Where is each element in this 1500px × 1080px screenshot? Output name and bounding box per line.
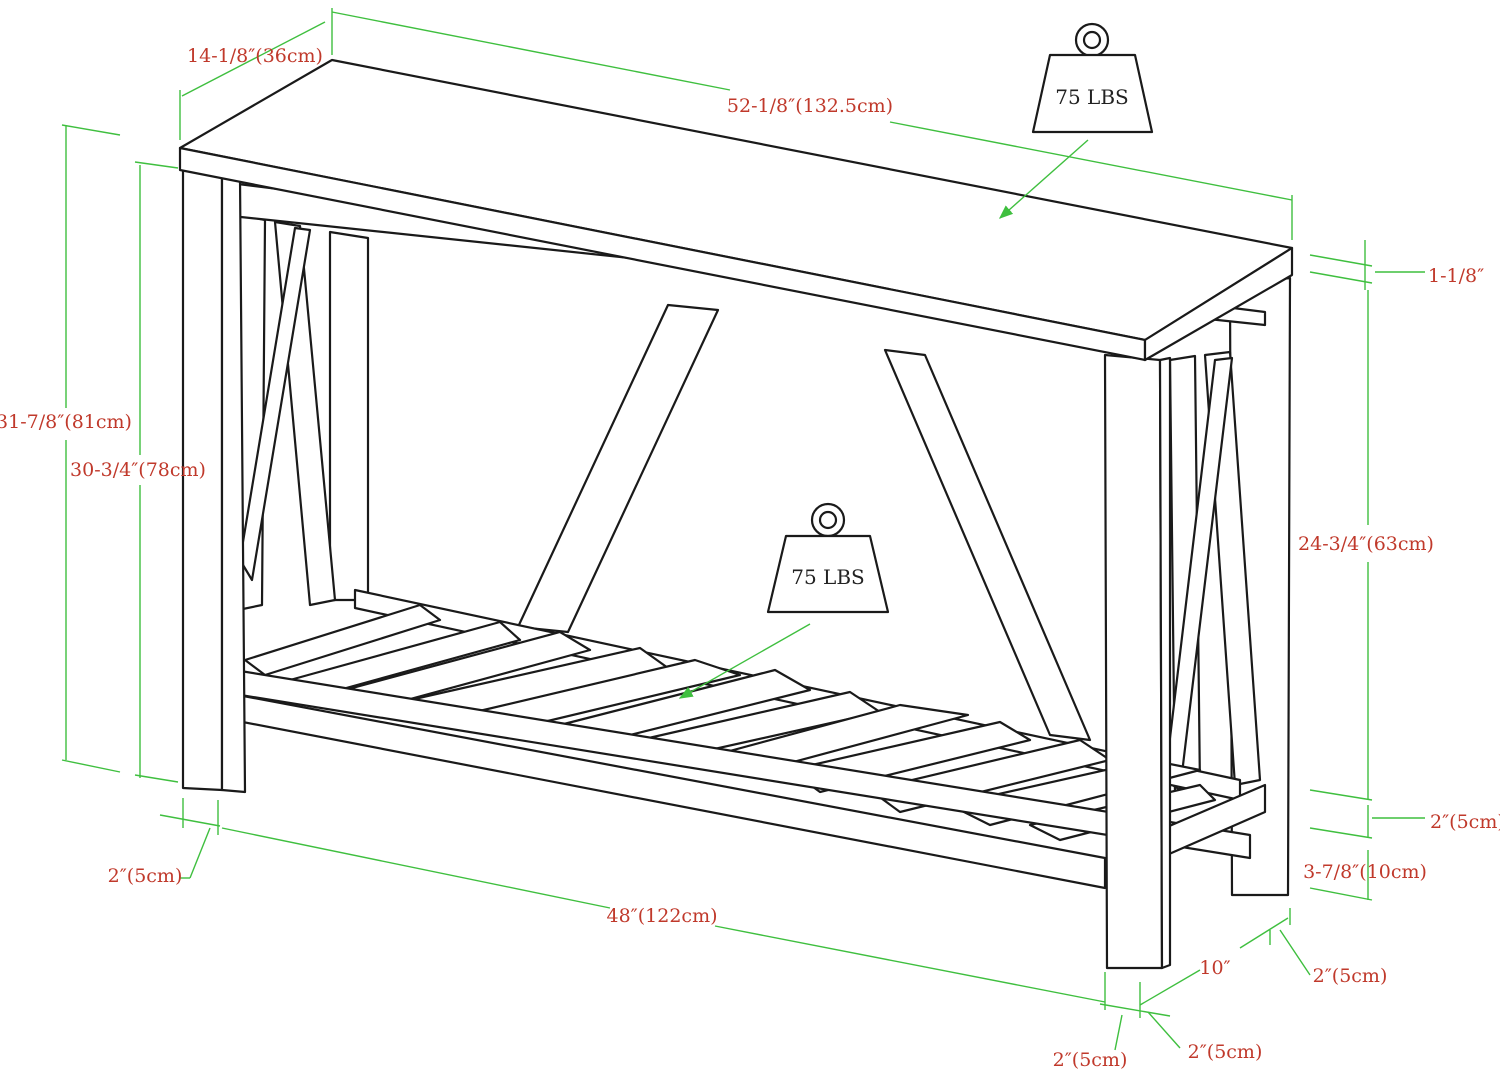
a-brace-left (516, 303, 720, 634)
front-right-leg-side (1158, 356, 1172, 970)
front-left-leg-side (220, 173, 247, 794)
a-brace-right (883, 348, 1092, 742)
dim-leg-width-front-right-a: 2″(5cm) (1053, 1049, 1128, 1071)
top-weight-icon (1031, 22, 1154, 134)
back-left-leg (328, 230, 370, 602)
dim-inner-height: 30-3/4″(78cm) (70, 459, 206, 481)
table-outline (178, 58, 1294, 970)
top-weight-label: 75 LBS (1055, 85, 1129, 109)
shelf-weight-arrow (678, 623, 811, 699)
dim-shelf-to-top: 24-3/4″(63cm) (1298, 533, 1434, 555)
dim-leg-width-front-left: 2″(5cm) (108, 865, 183, 887)
shelf-weight-label: 75 LBS (791, 565, 865, 589)
dim-leg-width-back: 2″(5cm) (1313, 965, 1388, 987)
dim-total-height: 31-7/8″(81cm) (0, 411, 132, 433)
dim-top-thickness: 1-1/8″ (1428, 265, 1484, 287)
dim-inner-width: 48″(122cm) (606, 905, 717, 927)
shelf-weight-icon (766, 502, 890, 614)
top-weight-arrow (998, 139, 1089, 219)
dim-inner-depth: 10″ (1199, 957, 1230, 979)
dim-top-depth: 14-1/8″(36cm) (187, 45, 323, 67)
dim-top-width: 52-1/8″(132.5cm) (727, 95, 893, 117)
front-right-leg (1103, 353, 1164, 970)
dimension-lines (61, 8, 1425, 1051)
left-side-diag-a (273, 220, 337, 607)
table-top-side-edge (1143, 246, 1294, 362)
dim-leg-width-front-right-b: 2″(5cm) (1188, 1041, 1263, 1063)
left-side-diag-b (238, 226, 312, 582)
dim-shelf-thickness: 2″(5cm) (1430, 811, 1500, 833)
dim-shelf-clearance: 3-7/8″(10cm) (1303, 861, 1427, 883)
